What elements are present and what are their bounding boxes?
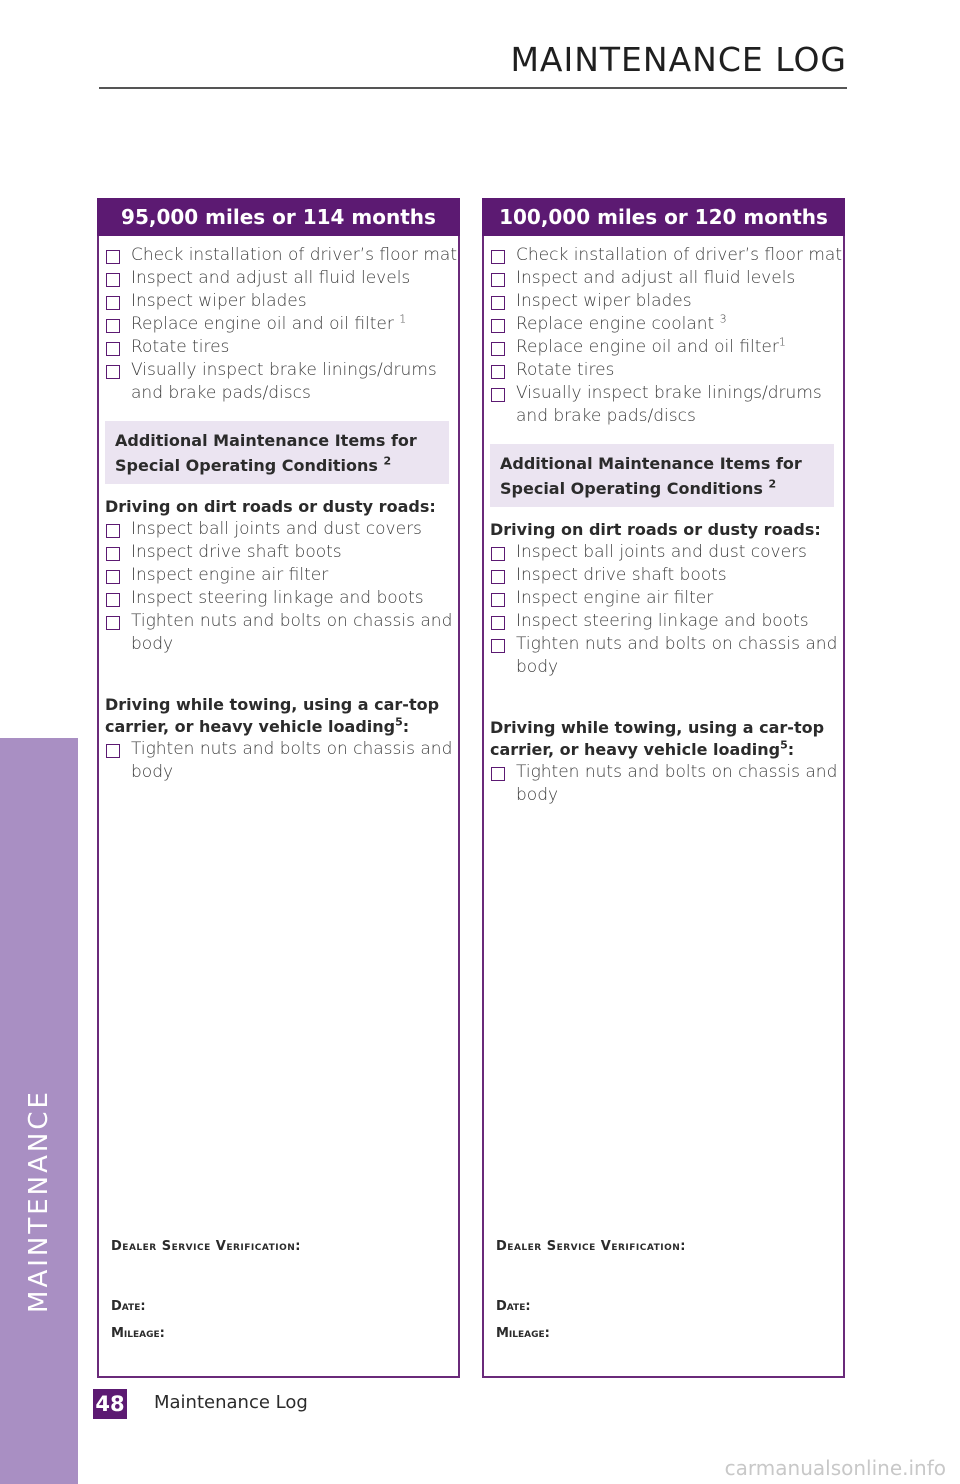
footer-section-label: Maintenance Log (154, 1392, 308, 1413)
watermark: carmanualsonline.info (724, 1456, 946, 1480)
checklist-item[interactable]: Inspect drive shaft boots (105, 541, 458, 564)
checkbox-icon[interactable] (491, 273, 505, 287)
checklist-item[interactable]: Inspect steering linkage and boots (490, 610, 843, 633)
checkbox-icon[interactable] (106, 250, 120, 264)
checkbox-icon[interactable] (491, 767, 505, 781)
dirt-roads-heading: Driving on dirt roads or dusty roads: (490, 520, 821, 539)
dirt-roads-heading: Driving on dirt roads or dusty roads: (105, 497, 436, 516)
mileage-label: Mileage: (111, 1326, 165, 1341)
checklist-item[interactable]: Replace engine oil and oil filter1 (490, 336, 843, 359)
dealer-verification-label: Dealer Service Verification: (111, 1239, 302, 1254)
column-header: 95,000 miles or 114 months (97, 198, 460, 236)
checkbox-icon[interactable] (491, 388, 505, 402)
checklist-item[interactable]: Inspect engine air filter (490, 587, 843, 610)
checklist-item[interactable]: Visually inspect brake linings/drums and… (490, 382, 843, 428)
special-conditions-box: Additional Maintenance Items for Special… (105, 421, 449, 484)
page-number: 48 (93, 1389, 127, 1419)
checklist: Check installation of driver’s floor mat… (484, 236, 843, 428)
side-tab-label: MAINTENANCE (24, 1089, 54, 1313)
page-title: MAINTENANCE LOG (510, 40, 847, 79)
checklist-item[interactable]: Inspect ball joints and dust covers (490, 541, 843, 564)
date-label: Date: (111, 1299, 146, 1314)
checkbox-icon[interactable] (491, 593, 505, 607)
checklist-item[interactable]: Replace engine coolant 3 (490, 313, 843, 336)
checklist-item[interactable]: Check installation of driver’s floor mat (490, 244, 843, 267)
dirt-roads-checklist: Inspect ball joints and dust covers Insp… (484, 541, 843, 679)
checklist-item[interactable]: Inspect engine air filter (105, 564, 458, 587)
checkbox-icon[interactable] (106, 365, 120, 379)
checkbox-icon[interactable] (491, 319, 505, 333)
checklist-item[interactable]: Inspect wiper blades (105, 290, 458, 313)
checklist-item[interactable]: Tighten nuts and bolts on chassis and bo… (105, 738, 458, 784)
checklist-item[interactable]: Inspect drive shaft boots (490, 564, 843, 587)
dirt-roads-checklist: Inspect ball joints and dust covers Insp… (99, 518, 458, 656)
column-header: 100,000 miles or 120 months (482, 198, 845, 236)
special-conditions-box: Additional Maintenance Items for Special… (490, 444, 834, 507)
checklist-item[interactable]: Inspect ball joints and dust covers (105, 518, 458, 541)
checkbox-icon[interactable] (106, 342, 120, 356)
title-divider (99, 87, 847, 89)
checklist-item[interactable]: Tighten nuts and bolts on chassis and bo… (490, 761, 843, 807)
side-tab: MAINTENANCE (0, 738, 78, 1484)
checkbox-icon[interactable] (106, 273, 120, 287)
checklist-item[interactable]: Inspect and adjust all fluid levels (490, 267, 843, 290)
checkbox-icon[interactable] (491, 342, 505, 356)
checkbox-icon[interactable] (106, 319, 120, 333)
checkbox-icon[interactable] (106, 570, 120, 584)
checkbox-icon[interactable] (106, 547, 120, 561)
checklist-item[interactable]: Rotate tires (105, 336, 458, 359)
maintenance-column-95000: 95,000 miles or 114 months Check install… (97, 198, 460, 1378)
checklist-item[interactable]: Rotate tires (490, 359, 843, 382)
date-label: Date: (496, 1299, 531, 1314)
checkbox-icon[interactable] (491, 616, 505, 630)
towing-heading: Driving while towing, using a car-top ca… (105, 695, 440, 736)
checklist-item[interactable]: Inspect steering linkage and boots (105, 587, 458, 610)
checkbox-icon[interactable] (491, 296, 505, 310)
maintenance-column-100000: 100,000 miles or 120 months Check instal… (482, 198, 845, 1378)
checklist-item[interactable]: Tighten nuts and bolts on chassis and bo… (105, 610, 458, 656)
checkbox-icon[interactable] (491, 570, 505, 584)
checklist-item[interactable]: Inspect wiper blades (490, 290, 843, 313)
checklist: Check installation of driver’s floor mat… (99, 236, 458, 405)
checkbox-icon[interactable] (491, 639, 505, 653)
checkbox-icon[interactable] (491, 365, 505, 379)
checkbox-icon[interactable] (106, 616, 120, 630)
dealer-verification-label: Dealer Service Verification: (496, 1239, 687, 1254)
checklist-item[interactable]: Visually inspect brake linings/drums and… (105, 359, 458, 405)
checkbox-icon[interactable] (106, 296, 120, 310)
checklist-item[interactable]: Inspect and adjust all fluid levels (105, 267, 458, 290)
checkbox-icon[interactable] (491, 250, 505, 264)
towing-checklist: Tighten nuts and bolts on chassis and bo… (99, 738, 458, 784)
towing-heading: Driving while towing, using a car-top ca… (490, 718, 825, 759)
checkbox-icon[interactable] (106, 593, 120, 607)
checklist-item[interactable]: Check installation of driver’s floor mat (105, 244, 458, 267)
checklist-item[interactable]: Tighten nuts and bolts on chassis and bo… (490, 633, 843, 679)
checkbox-icon[interactable] (106, 744, 120, 758)
towing-checklist: Tighten nuts and bolts on chassis and bo… (484, 761, 843, 807)
checkbox-icon[interactable] (106, 524, 120, 538)
checkbox-icon[interactable] (491, 547, 505, 561)
checklist-item[interactable]: Replace engine oil and oil filter 1 (105, 313, 458, 336)
mileage-label: Mileage: (496, 1326, 550, 1341)
